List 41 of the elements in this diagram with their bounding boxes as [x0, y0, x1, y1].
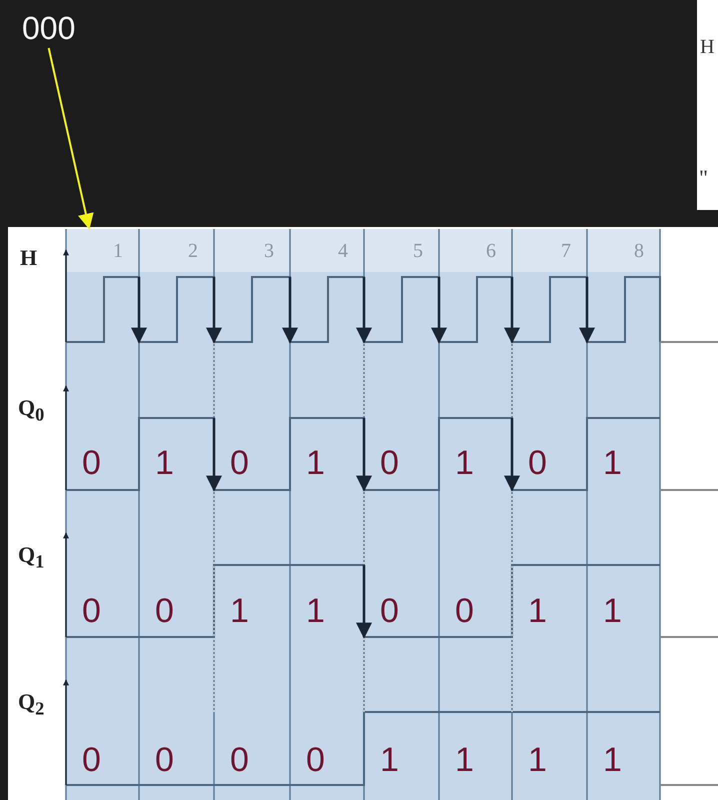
bit-value: 0 — [380, 445, 399, 482]
leader-arrow — [48, 48, 94, 230]
clock-number: 6 — [486, 240, 496, 262]
bit-value: 1 — [230, 593, 249, 630]
signal-name: H — [20, 246, 38, 270]
partial-text: " — [699, 166, 708, 190]
bit-value: 0 — [306, 742, 325, 780]
bit-value: 1 — [603, 445, 622, 482]
bit-value: 0 — [230, 445, 249, 482]
clock-number: 2 — [188, 240, 198, 262]
bit-value: 1 — [306, 445, 325, 482]
bit-value: 0 — [528, 445, 547, 482]
bit-value: 1 — [528, 742, 547, 780]
bit-value: 0 — [155, 742, 174, 780]
bit-value: 1 — [380, 742, 399, 780]
callout-text: 000 — [22, 10, 76, 46]
bit-value: 0 — [82, 742, 101, 780]
bit-value: 1 — [603, 742, 622, 780]
bit-value: 1 — [455, 742, 474, 780]
bit-value: 1 — [455, 445, 474, 482]
signal-name: Q$_{1}$ — [18, 543, 44, 572]
clock-number: 3 — [264, 240, 274, 262]
bit-value: 0 — [230, 742, 249, 780]
clock-number: 4 — [338, 240, 348, 262]
clock-number: 5 — [413, 240, 423, 262]
signal-name: Q$_{2}$ — [18, 690, 44, 719]
bit-value: 0 — [380, 593, 399, 630]
bit-value: 0 — [155, 593, 174, 630]
bit-value: 1 — [306, 593, 325, 630]
bit-value: 1 — [155, 445, 174, 482]
clock-number: 7 — [561, 240, 571, 262]
partial-text: H — [700, 36, 714, 58]
bit-value: 0 — [82, 445, 101, 482]
bit-value: 0 — [455, 593, 474, 630]
bit-value: 1 — [603, 593, 622, 630]
bit-value: 0 — [82, 593, 101, 630]
bit-value: 1 — [528, 593, 547, 630]
clock-number: 8 — [634, 240, 644, 262]
signal-name: Q$_{0}$ — [18, 396, 44, 425]
clock-number: 1 — [113, 240, 123, 262]
timing-diagram-drawing — [63, 229, 718, 800]
